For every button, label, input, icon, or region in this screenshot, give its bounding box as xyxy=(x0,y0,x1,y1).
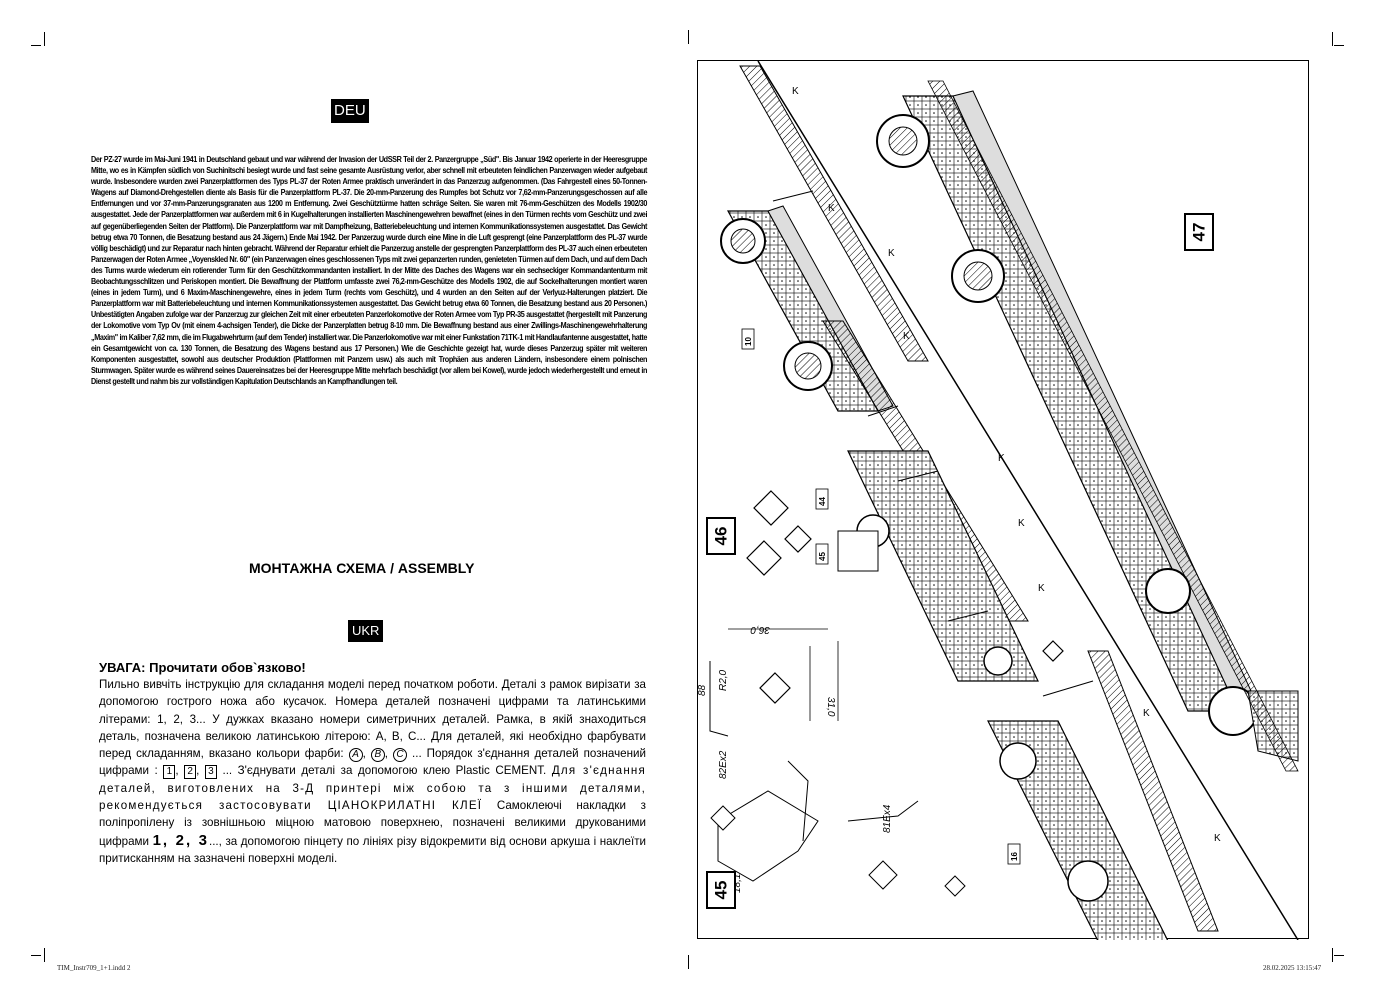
part-10-label: 10 xyxy=(744,337,753,346)
assembly-diagram-panel: K K K K K K K K K 36,0 31,0 R2,0 88 18,1… xyxy=(697,60,1309,940)
rail-label-k: K xyxy=(1038,583,1045,594)
ukr-paragraph-3: Для з'єднання деталей, виготовлених на 3… xyxy=(99,764,646,813)
part-number-labels: 10 44 45 16 xyxy=(741,328,1021,865)
paint-color-b-icon: B xyxy=(370,748,385,763)
paint-color-c-icon: C xyxy=(393,748,408,763)
language-badge-deu: DEU xyxy=(331,99,369,123)
rail-k-labels: K K K K K K K K K xyxy=(792,86,1221,844)
crop-mark xyxy=(688,955,689,969)
paint-color-a-icon: A xyxy=(348,748,363,763)
rail-strip-upper xyxy=(739,65,929,362)
crop-mark xyxy=(1334,45,1344,46)
dim-88: 88 xyxy=(698,684,708,696)
ukr-paragraph-4: Самоклеючі накладки з поліпропілену із з… xyxy=(99,799,646,848)
step-3-icon: 3 xyxy=(204,765,217,780)
rail-label-k: K xyxy=(792,86,799,97)
dim-36: 36,0 xyxy=(750,624,770,635)
crop-mark xyxy=(1332,948,1333,962)
rail-label-k: K xyxy=(1143,708,1150,719)
step-2-icon: 2 xyxy=(184,765,197,780)
footer-timestamp: 28.02.2025 13:15:47 xyxy=(1263,964,1322,972)
handrail-parts-sketch xyxy=(710,760,966,897)
warning-diamonds xyxy=(746,490,1064,662)
part-45-label: 45 xyxy=(818,552,827,561)
rail-strip-right xyxy=(927,80,1299,772)
part-44-label: 44 xyxy=(818,497,827,506)
armored-car-44 xyxy=(837,450,1039,682)
diagonal-divider xyxy=(757,61,1299,940)
step-1-icon: 1 xyxy=(163,765,176,780)
assembly-arrows xyxy=(772,190,1094,697)
dim-r2: R2,0 xyxy=(718,669,729,691)
crop-mark xyxy=(31,45,41,46)
part-16-label: 16 xyxy=(1010,852,1019,861)
assembly-diagram: K K K K K K K K K 36,0 31,0 R2,0 88 18,1… xyxy=(698,61,1299,940)
ukr-paragraph-1: Пильно вивчіть інструкцію для складання … xyxy=(99,678,646,761)
ukr-paragraph-1-tail: ... Порядок з'єднання деталей позначений… xyxy=(99,747,646,778)
dim-31: 31,0 xyxy=(825,697,836,717)
deu-history-paragraph: Der PZ-27 wurde im Mai-Juni 1941 in Deut… xyxy=(91,154,648,386)
rail-label-k: K xyxy=(828,203,835,214)
dimension-sketch xyxy=(709,628,839,737)
ukr-instructions: Пильно вивчіть інструкцію для складання … xyxy=(99,678,646,865)
crop-mark xyxy=(44,32,45,46)
rail-strip-lower xyxy=(1087,650,1219,932)
ukr-paragraph-2: ... З'єднувати деталі за допомогою клею … xyxy=(222,764,547,778)
decal-82ex2: 82Ex2 xyxy=(718,750,729,779)
decal-numbers: 1, 2, 3 xyxy=(152,831,209,849)
crop-mark xyxy=(44,948,45,962)
crop-mark xyxy=(688,30,689,44)
rail-label-k: K xyxy=(903,331,910,342)
decal-81ex4: 81Ex4 xyxy=(882,804,893,833)
crop-mark xyxy=(1334,955,1344,956)
locomotive-16 xyxy=(987,720,1169,940)
step-46-label: 46 xyxy=(706,517,736,555)
assembly-title: МОНТАЖНА СХЕМА / ASSEMBLY xyxy=(249,560,475,576)
rail-label-k: K xyxy=(1018,518,1025,529)
language-badge-ukr: UKR xyxy=(348,620,384,642)
rail-label-k: K xyxy=(1214,833,1221,844)
crop-mark xyxy=(31,955,41,956)
step-47-label: 47 xyxy=(1184,213,1214,251)
footer-file-name: TIM_Instr709_1+1.indd 2 xyxy=(57,964,131,972)
rail-label-k: K xyxy=(998,453,1005,464)
dimension-labels: 36,0 31,0 R2,0 88 18,1 82Ex2 81Ex4 xyxy=(698,624,893,893)
ukr-paragraph-4-tail: ..., за допомогою пінцету по лініях різу… xyxy=(99,834,646,865)
crop-mark xyxy=(1332,32,1333,46)
rail-label-k: K xyxy=(888,248,895,259)
step-45-label: 45 xyxy=(706,871,736,909)
ukr-warning-heading: УВАГА: Прочитати обов`язково! xyxy=(99,660,306,675)
dim-18-1: 18,1 xyxy=(732,874,743,893)
